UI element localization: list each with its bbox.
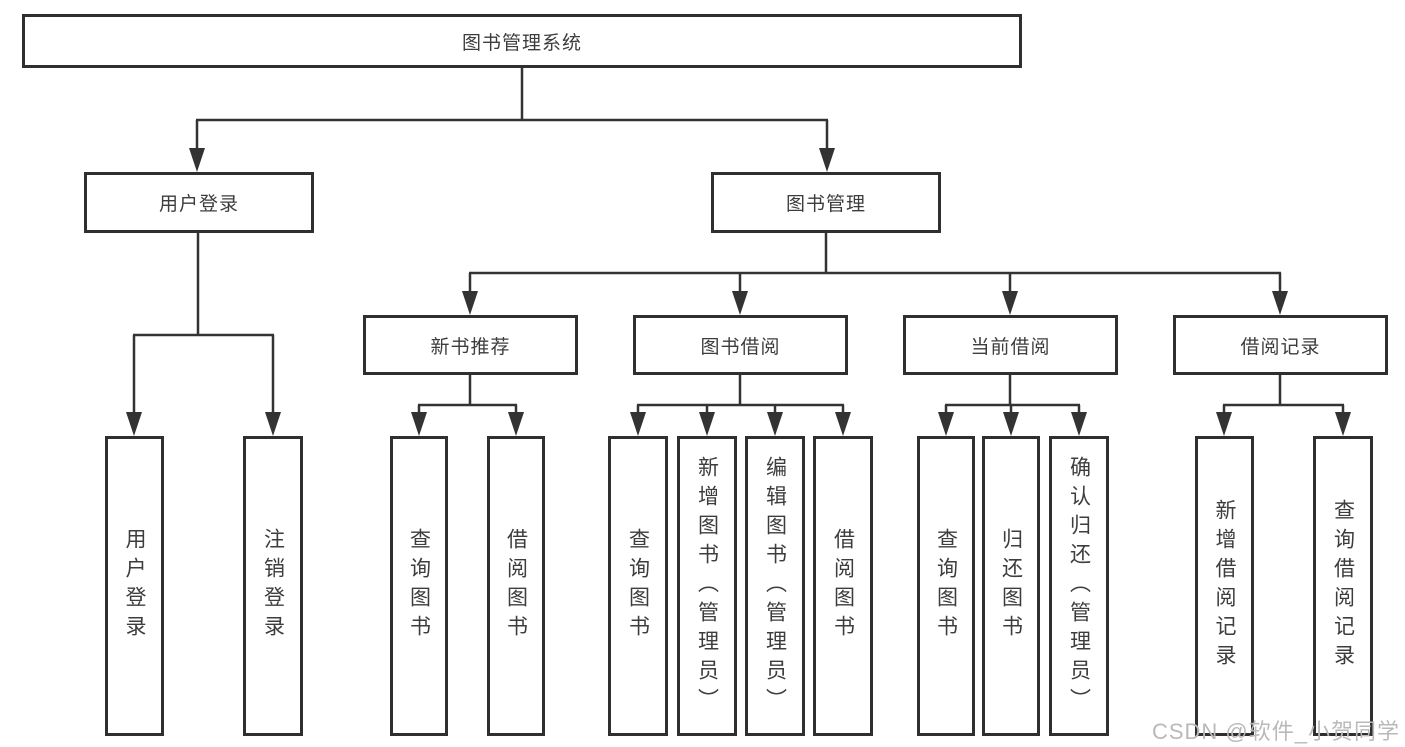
node-book-management: 图书管理 <box>711 172 941 233</box>
node-book-borrow: 图书借阅 <box>633 315 848 375</box>
leaf-edit-book-admin: 编辑图书（管理员） <box>745 436 805 736</box>
node-borrow-records: 借阅记录 <box>1173 315 1388 375</box>
leaf-logout: 注销登录 <box>243 436 303 736</box>
node-label: 注销登录 <box>261 528 285 644</box>
leaf-query-borrow-record: 查询借阅记录 <box>1313 436 1373 736</box>
leaf-query-books-borrow: 查询图书 <box>608 436 668 736</box>
node-current-borrow: 当前借阅 <box>903 315 1118 375</box>
node-label: 图书管理系统 <box>461 32 582 54</box>
node-label: 新增借阅记录 <box>1213 499 1236 673</box>
node-label: 确认归还（管理员） <box>1067 455 1091 717</box>
leaf-add-book-admin: 新增图书（管理员） <box>677 436 737 736</box>
node-label: 编辑图书（管理员） <box>763 455 787 717</box>
node-label: 图书管理 <box>785 194 866 215</box>
leaf-query-books-current: 查询图书 <box>917 436 975 736</box>
node-label: 用户登录 <box>123 528 146 644</box>
node-label: 归还图书 <box>999 528 1023 644</box>
node-label: 借阅记录 <box>1240 336 1321 358</box>
node-new-book-recommend: 新书推荐 <box>363 315 578 375</box>
node-label: 借阅图书 <box>831 528 855 644</box>
node-library-management-system: 图书管理系统 <box>22 14 1022 68</box>
node-label: 查询图书 <box>626 528 650 644</box>
node-label: 图书借阅 <box>700 336 781 358</box>
node-label: 当前借阅 <box>970 336 1051 358</box>
leaf-confirm-return-admin: 确认归还（管理员） <box>1049 436 1109 736</box>
leaf-borrow-books-recommend: 借阅图书 <box>487 436 545 736</box>
csdn-watermark: CSDN @软件_小贺同学 <box>1151 719 1400 744</box>
node-label: 查询借阅记录 <box>1331 499 1355 673</box>
node-user-login: 用户登录 <box>84 172 314 233</box>
node-label: 用户登录 <box>158 194 239 215</box>
leaf-add-borrow-record: 新增借阅记录 <box>1195 436 1254 736</box>
leaf-user-login: 用户登录 <box>105 436 164 736</box>
node-label: 查询图书 <box>407 528 431 644</box>
node-label: 查询图书 <box>934 528 958 644</box>
leaf-query-books-recommend: 查询图书 <box>390 436 448 736</box>
node-label: 新增图书（管理员） <box>695 455 719 717</box>
node-label: 新书推荐 <box>430 336 511 358</box>
leaf-borrow-books: 借阅图书 <box>813 436 873 736</box>
leaf-return-book: 归还图书 <box>982 436 1040 736</box>
node-label: 借阅图书 <box>504 528 528 644</box>
